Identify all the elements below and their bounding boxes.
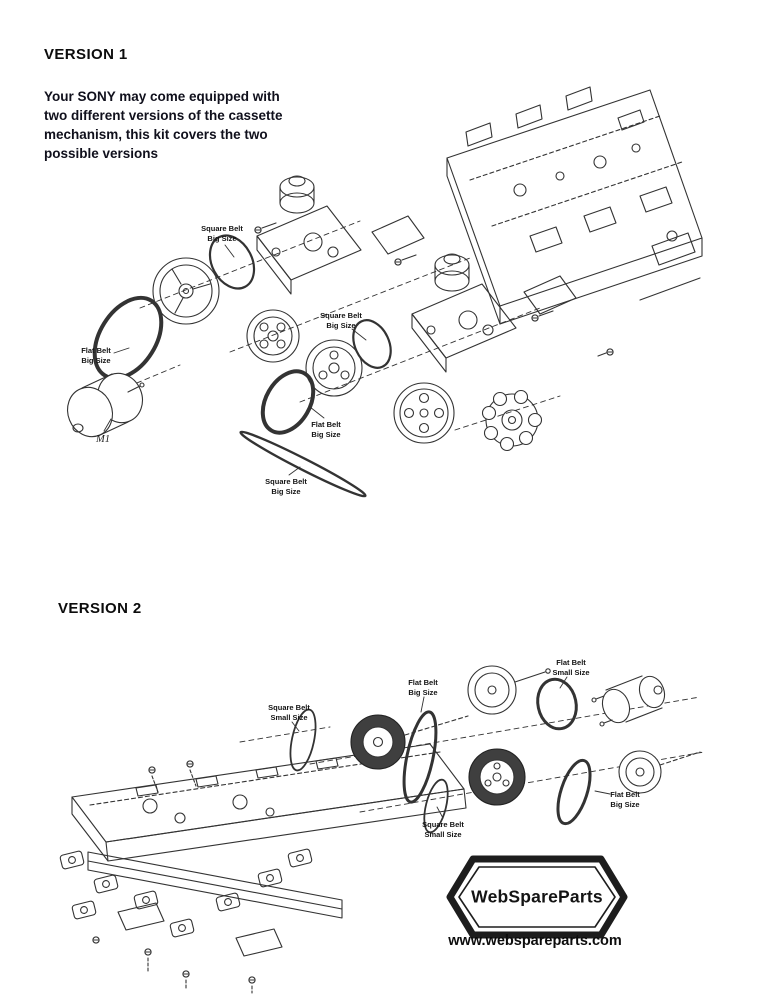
v2-belt-flat-big-2 [556, 758, 592, 826]
v1-gear-clutch [481, 389, 543, 452]
v2-label-flat-belt-big-right: Flat Belt Big Size [610, 790, 640, 809]
v1-belt-square-top [208, 234, 256, 290]
website-url: www.webspareparts.com [448, 933, 622, 949]
v1-label-square-belt-top: Square Belt Big Size [201, 224, 243, 243]
brand-logo-text: WebSpareParts [471, 886, 603, 907]
v2-motor [591, 675, 666, 727]
v1-label-square-belt-mid: Square Belt Big Size [320, 311, 362, 330]
version2-title: VERSION 2 [58, 600, 142, 617]
v2-pulley-right [618, 750, 701, 794]
v1-motor [67, 372, 145, 438]
v1-belt-square-long [239, 430, 367, 498]
v1-pulley-large [152, 257, 220, 325]
v2-belt-square-small-2 [423, 778, 449, 834]
label-leader-lines [103, 244, 611, 819]
v2-label-square-belt-small-top: Square Belt Small Size [268, 703, 310, 722]
v2-roller-white [467, 665, 551, 715]
v1-label-square-belt-bottom: Square Belt Big Size [265, 477, 307, 496]
v2-label-flat-belt-small: Flat Belt Small Size [552, 658, 590, 677]
v1-label-flat-belt-mid: Flat Belt Big Size [311, 420, 341, 439]
version1-title: VERSION 1 [44, 46, 128, 63]
v1-label-motor-m1: M1 [96, 434, 110, 445]
intro-text: Your SONY may come equipped with two dif… [44, 89, 283, 161]
v1-deck-mechanisms [256, 175, 577, 373]
v2-small-parts [59, 847, 313, 994]
v2-belt-flat-small [536, 677, 578, 731]
v2-flywheel-dark [468, 748, 526, 806]
v1-belt-flat-mid [260, 369, 316, 435]
v2-chassis-plate [71, 743, 467, 919]
v2-label-square-belt-small-bottom: Square Belt Small Size [422, 820, 464, 839]
v1-belt-square-mid [352, 319, 392, 369]
v2-belt-square-small-1 [289, 708, 317, 772]
v1-belt-flat-left [92, 295, 164, 381]
v1-label-flat-belt-left: Flat Belt Big Size [81, 346, 111, 365]
v2-screws-top [148, 760, 197, 793]
webspareparts-logo-hexagon [446, 855, 628, 939]
v1-flywheel [393, 382, 455, 444]
v2-roller-dark [350, 714, 469, 770]
v1-pulley-third [305, 339, 363, 397]
v2-belt-flat-big-1 [402, 710, 438, 804]
v1-screws [254, 222, 614, 357]
v2-label-flat-belt-big-top: Flat Belt Big Size [408, 678, 438, 697]
v1-pulley-mid [246, 309, 300, 363]
